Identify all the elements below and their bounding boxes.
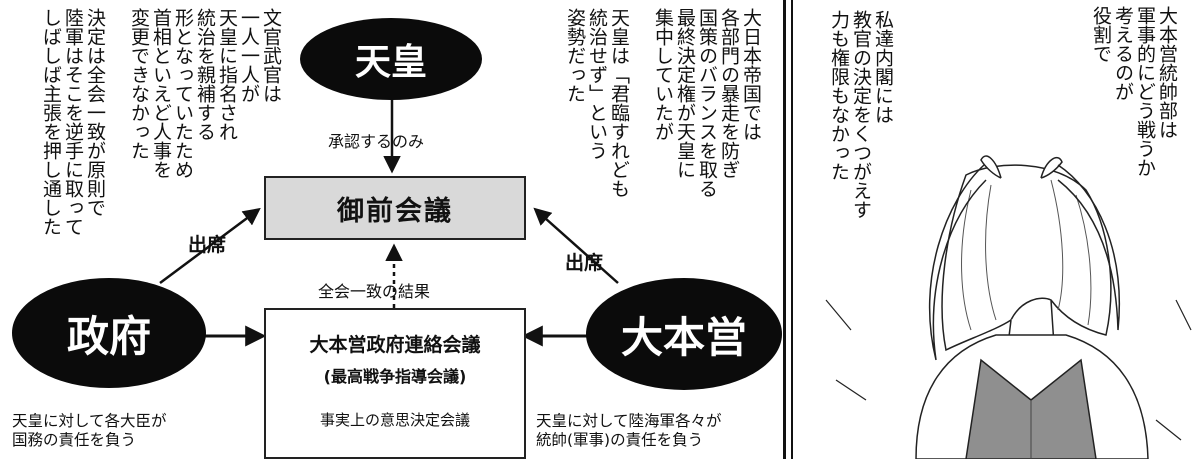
attend-left-label: 出席 (188, 234, 227, 256)
ihq-responsibility-note: 天皇に対して陸海軍各々が 統帥(軍事)の責任を負う (536, 412, 722, 449)
emperor-node: 天皇 (300, 18, 482, 100)
panel-divider (783, 0, 786, 459)
ihq-label: 大本営 (620, 312, 747, 362)
imperial-council-box: 御前会議 (264, 176, 526, 240)
speech-bubble-upper: 大本営統帥部は 軍事的にどう戦うか 考えるのが 役割で (1090, 6, 1178, 177)
liaison-note: 事実上の意思決定会議 (319, 411, 470, 429)
attend-right-label: 出席 (565, 252, 604, 274)
speech-bubble-lower: 私達内閣には 教官の決定をくつがえす 力も権限もなかった (828, 10, 894, 219)
panel-divider-inner (791, 0, 793, 459)
arrow-ihq-to-council (533, 207, 619, 284)
government-node: 政府 (12, 278, 206, 388)
diagram-arrows (159, 96, 619, 347)
approve-label: 承認するのみ (328, 132, 425, 151)
imperial-council-label: 御前会議 (337, 195, 453, 227)
government-label: 政府 (66, 311, 151, 361)
ihq-node: 大本営 (586, 278, 782, 390)
liaison-title: 大本営政府連絡会議 (309, 334, 481, 356)
center-narration: 大日本帝国では 各部門の暴走を防ぎ 国策のバランスを取る 最終決定権が天皇に 集… (564, 8, 762, 198)
gov-responsibility-note: 天皇に対して各大臣が 国務の責任を負う (12, 412, 167, 449)
arrow-gov-to-council (159, 207, 261, 285)
character-illustration (825, 155, 1192, 459)
unanimous-label: 全会一致の結果 (318, 282, 431, 301)
emperor-label: 天皇 (354, 41, 427, 83)
liaison-subtitle: (最高戦争指導会議) (323, 367, 467, 386)
left-narration: 文官武官は 一人一人が 天皇に指名され 統治を親補する 形となっていたため 首相… (40, 8, 282, 236)
liaison-conference-box: 大本営政府連絡会議 (最高戦争指導会議) 事実上の意思決定会議 (264, 308, 526, 459)
